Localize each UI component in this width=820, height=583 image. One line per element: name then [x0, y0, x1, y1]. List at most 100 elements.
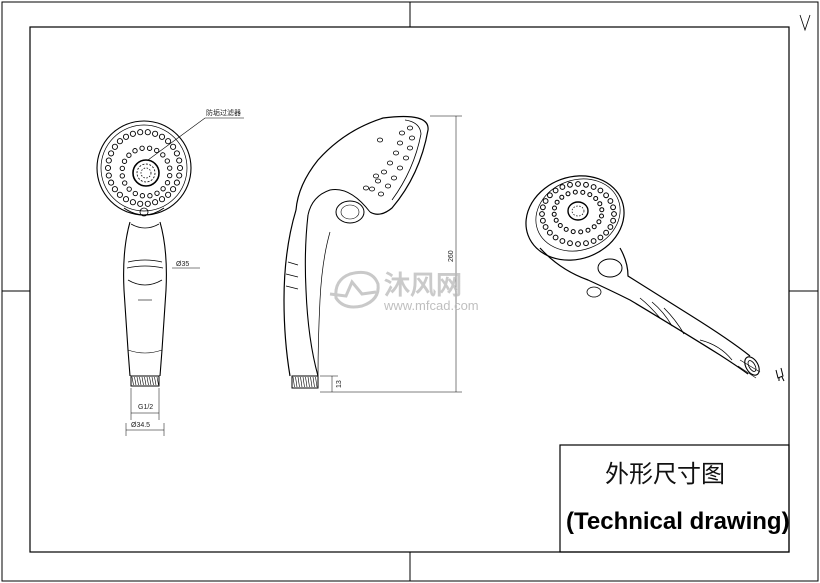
nozzle [158, 133, 166, 140]
nozzle [553, 217, 559, 223]
nozzle [597, 187, 604, 194]
nozzle [607, 198, 614, 204]
nozzle [610, 204, 616, 211]
nozzle [396, 140, 403, 146]
nozzle [122, 133, 130, 140]
nozzle [607, 224, 614, 230]
nozzle [570, 229, 576, 235]
nozzle [104, 164, 112, 172]
nozzle [376, 137, 383, 143]
side-view [283, 115, 462, 393]
nozzle [396, 165, 403, 171]
overall-length-label: 260 [448, 250, 455, 262]
nozzle [164, 158, 170, 164]
nozzle [154, 190, 160, 196]
nozzle [590, 184, 597, 190]
thread-line [315, 376, 318, 388]
connector-threads [131, 376, 159, 386]
thread-line [134, 376, 137, 386]
nozzle [611, 211, 617, 217]
nozzle [540, 204, 546, 211]
thread-line [144, 376, 147, 386]
nozzle [122, 196, 130, 203]
nozzle [160, 186, 166, 192]
nozzle [111, 186, 118, 193]
nozzle [173, 179, 180, 186]
nozzle [147, 193, 153, 199]
nozzle [152, 130, 159, 137]
nozzle [540, 217, 546, 224]
nozzle [559, 184, 566, 190]
thread-line [154, 376, 157, 386]
side-nozzles [362, 125, 415, 197]
nozzle [572, 189, 578, 195]
thread-line [146, 376, 149, 386]
nozzle [593, 196, 599, 201]
nozzle [126, 152, 132, 158]
nozzle [129, 130, 136, 137]
nozzle [390, 175, 397, 181]
nozzle [108, 150, 115, 157]
nozzle [587, 192, 593, 198]
nozzle [603, 192, 609, 199]
thread-line [305, 376, 308, 388]
nozzle [372, 173, 379, 179]
nozzle [406, 145, 413, 151]
nozzle [170, 143, 177, 150]
nozzle [139, 145, 145, 151]
nozzle [567, 181, 573, 188]
nozzle [583, 181, 589, 188]
connector-length-label: 13 [336, 380, 343, 388]
thread-line [139, 376, 142, 386]
nozzle [552, 187, 559, 194]
iso-nozzles [539, 181, 617, 247]
nozzle [552, 234, 559, 241]
nozzle [575, 241, 581, 247]
nozzle [158, 196, 166, 203]
nozzle [578, 229, 584, 235]
thread-line [300, 376, 303, 388]
nozzle [121, 158, 128, 164]
nozzle [368, 186, 375, 192]
nozzle [105, 172, 112, 179]
nozzle [547, 192, 553, 199]
thread-line [297, 376, 300, 388]
front-view [96, 117, 244, 436]
nozzle [122, 180, 128, 186]
connector-diameter-label: Ø34.5 [131, 422, 150, 429]
nozzle [597, 201, 603, 207]
title-chinese: 外形尺寸图 [605, 460, 725, 488]
thread-line [310, 376, 313, 388]
nozzle [146, 145, 153, 151]
nozzle [126, 186, 132, 192]
nozzle [398, 130, 405, 136]
inner-nozzle-ring [119, 145, 173, 199]
nozzle [116, 138, 123, 145]
nozzle [596, 219, 602, 225]
nozzle [392, 150, 399, 156]
nozzle [591, 224, 597, 230]
nozzle [132, 148, 138, 154]
thread-line [136, 376, 139, 386]
nozzle [129, 199, 136, 206]
thread-line [312, 376, 315, 388]
nozzle [362, 185, 369, 191]
nozzle [377, 191, 384, 197]
thread-line [131, 376, 134, 386]
thread-line [292, 376, 295, 388]
thread-line [149, 376, 152, 386]
nozzle [165, 191, 172, 198]
nozzle [173, 150, 180, 157]
thread-line [151, 376, 154, 386]
nozzle [176, 172, 183, 179]
nozzle [567, 240, 573, 247]
nozzle [108, 179, 115, 186]
title-block [559, 444, 790, 553]
nozzle [144, 129, 151, 136]
nozzle [374, 178, 381, 184]
nozzle [597, 234, 604, 241]
nozzle [132, 190, 138, 197]
nozzle [380, 169, 387, 175]
thread-line [295, 376, 298, 388]
nozzle [105, 157, 112, 164]
